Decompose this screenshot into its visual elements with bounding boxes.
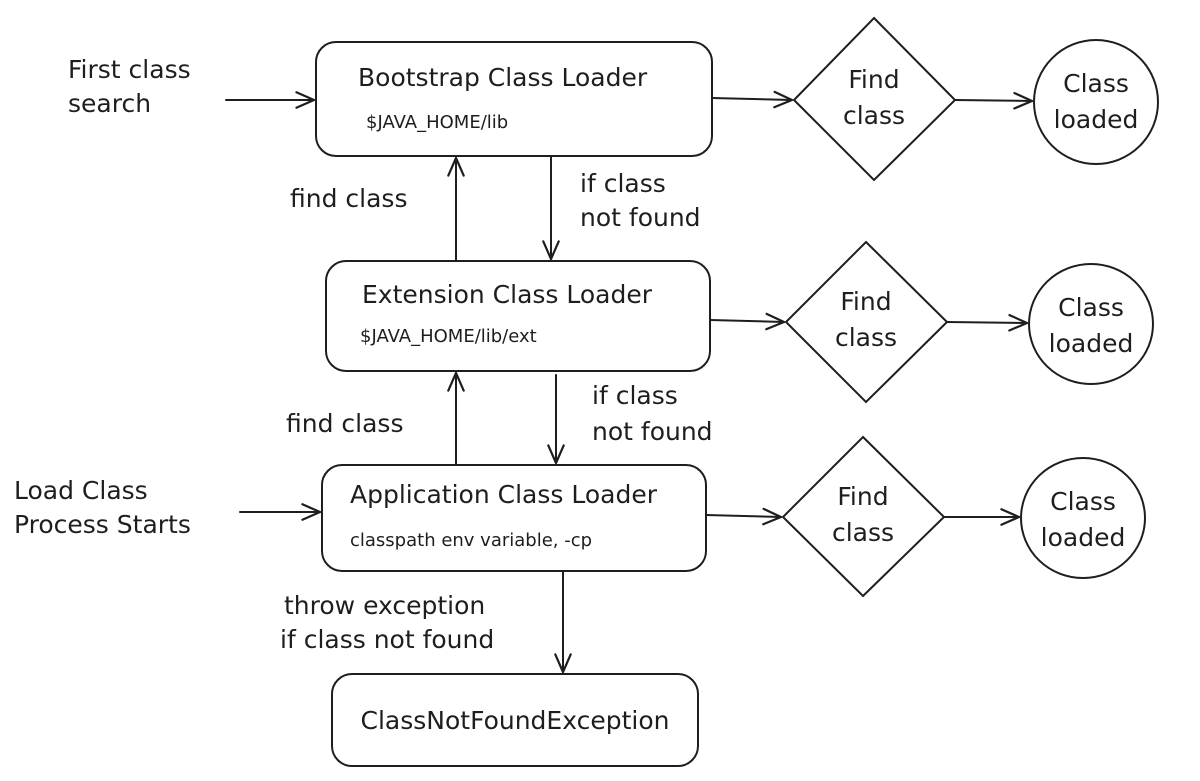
load-class-line2: Process Starts bbox=[14, 510, 191, 539]
exception-title: ClassNotFoundException bbox=[361, 706, 670, 735]
find-class-decision-1: Find class bbox=[792, 16, 957, 182]
class-loaded-1-line2: loaded bbox=[1054, 105, 1139, 134]
class-loaded-node-1: Class loaded bbox=[1033, 39, 1159, 165]
not-found-1-line2: not found bbox=[580, 203, 701, 232]
first-class-search-line2: search bbox=[68, 89, 151, 118]
extension-title: Extension Class Loader bbox=[362, 280, 653, 309]
class-not-found-exception-box: ClassNotFoundException bbox=[331, 673, 699, 767]
arrow-find-to-loaded-2 bbox=[946, 313, 1029, 332]
find-class-decision-2: Find class bbox=[784, 240, 949, 404]
class-loaded-2-line2: loaded bbox=[1049, 329, 1134, 358]
bootstrap-title: Bootstrap Class Loader bbox=[358, 63, 648, 92]
extension-path: $JAVA_HOME/lib/ext bbox=[360, 326, 537, 347]
not-found-2-line1: if class bbox=[592, 381, 678, 410]
application-title: Application Class Loader bbox=[350, 480, 658, 509]
find-class-2-line1: Find bbox=[840, 287, 891, 316]
not-found-1-line1: if class bbox=[580, 169, 666, 198]
find-class-2-line2: class bbox=[835, 323, 897, 352]
class-loaded-3-line2: loaded bbox=[1041, 523, 1126, 552]
class-loaded-1-line1: Class bbox=[1063, 69, 1129, 98]
find-class-label-2: find class bbox=[286, 409, 403, 438]
find-class-3-line2: class bbox=[832, 518, 894, 547]
find-class-decision-3: Find class bbox=[781, 435, 946, 598]
load-class-line1: Load Class bbox=[14, 476, 148, 505]
arrow-find-to-loaded-1 bbox=[954, 91, 1034, 110]
class-loaded-node-2: Class loaded bbox=[1028, 263, 1154, 385]
find-class-label-1: find class bbox=[290, 184, 407, 213]
not-found-2-line2: not found bbox=[592, 417, 713, 446]
application-class-loader-box: Application Class Loader classpath env v… bbox=[321, 464, 707, 572]
class-loaded-2-line1: Class bbox=[1058, 293, 1124, 322]
find-class-3-line1: Find bbox=[837, 482, 888, 511]
find-class-1-line2: class bbox=[843, 101, 905, 130]
first-class-search-line1: First class bbox=[68, 55, 191, 84]
throw-exception-line2: if class not found bbox=[280, 625, 494, 654]
arrow-bootstrap-to-find bbox=[711, 90, 794, 109]
arrow-application-to-find bbox=[705, 507, 783, 526]
application-path: classpath env variable, -cp bbox=[350, 530, 592, 551]
extension-class-loader-box: Extension Class Loader $JAVA_HOME/lib/ex… bbox=[325, 260, 711, 372]
bootstrap-path: $JAVA_HOME/lib bbox=[366, 112, 508, 133]
find-class-1-line1: Find bbox=[848, 65, 899, 94]
arrow-extension-to-find bbox=[709, 312, 786, 331]
throw-exception-line1: throw exception bbox=[284, 591, 485, 620]
class-loaded-3-line1: Class bbox=[1050, 487, 1116, 516]
bootstrap-class-loader-box: Bootstrap Class Loader $JAVA_HOME/lib bbox=[315, 41, 713, 157]
class-loaded-node-3: Class loaded bbox=[1020, 457, 1146, 579]
